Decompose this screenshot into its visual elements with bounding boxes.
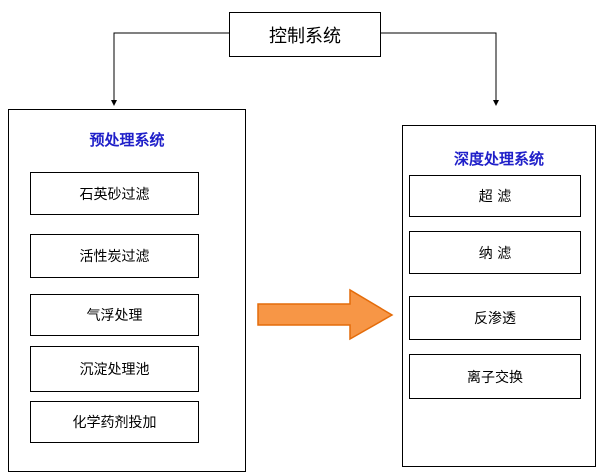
- item-label: 纳 滤: [478, 245, 512, 262]
- deeptreatment-title: 深度处理系统: [453, 150, 544, 168]
- control-to-pretreatment-connector: [111, 32, 229, 106]
- pretreatment-item-activated-carbon-filter: 活性炭过滤: [30, 234, 199, 278]
- pretreatment-item-quartz-sand-filter: 石英砂过滤: [30, 172, 199, 215]
- deeptreatment-item-ion-exchange: 离子交换: [409, 354, 581, 399]
- control-system-box: 控制系统: [229, 12, 381, 57]
- flow-arrow-right: [257, 288, 394, 341]
- deeptreatment-panel: 深度处理系统 超 滤 纳 滤 反渗透 离子交换: [402, 125, 596, 467]
- pretreatment-title: 预处理系统: [89, 131, 165, 149]
- item-label: 活性炭过滤: [79, 249, 150, 265]
- pretreatment-item-sedimentation-tank: 沉淀处理池: [30, 346, 199, 392]
- item-label: 化学药剂投加: [72, 415, 157, 431]
- pretreatment-item-chemical-dosing: 化学药剂投加: [30, 401, 199, 443]
- control-to-deeptreatment-connector: [381, 32, 499, 106]
- control-system-label: 控制系统: [269, 25, 341, 47]
- item-label: 沉淀处理池: [79, 362, 150, 378]
- deeptreatment-item-reverse-osmosis: 反渗透: [409, 296, 581, 340]
- deeptreatment-item-nanofiltration: 纳 滤: [409, 231, 581, 274]
- item-label: 反渗透: [474, 311, 516, 327]
- deeptreatment-item-ultrafiltration: 超 滤: [409, 175, 581, 217]
- item-label: 气浮处理: [86, 308, 143, 324]
- item-label: 石英砂过滤: [79, 186, 150, 203]
- pretreatment-item-air-flotation: 气浮处理: [30, 294, 199, 336]
- item-label: 离子交换: [467, 369, 523, 386]
- pretreatment-panel: 预处理系统 石英砂过滤 活性炭过滤 气浮处理 沉淀处理池 化学药剂投加: [8, 109, 246, 472]
- item-label: 超 滤: [478, 189, 512, 205]
